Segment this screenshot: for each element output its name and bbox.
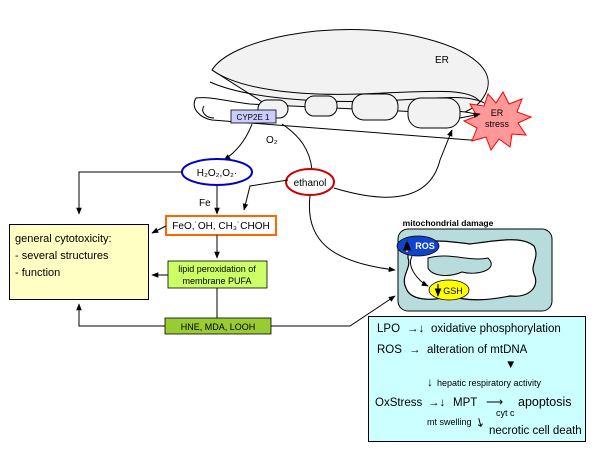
cyp2e1-box [230,109,277,124]
effects-respiratory-arrow: ↓ [427,375,433,389]
mito-title: mitochondrial damage [403,218,494,228]
h2o2-to-cyto-arrow [76,171,182,215]
er-stress-label-line2: stress [485,119,510,129]
cytotoxicity-box: general cytotoxicity: - several structur… [9,224,149,300]
effects-oxstress-arrow: →↓ [428,397,446,409]
effects-ros: ROS [377,344,402,356]
effects-lpo: LPO [377,323,401,335]
ethanol-label: ethanol [294,178,327,189]
ethanol-node [285,168,335,196]
effects-box: LPO →↓ oxidative phosphorylation ROS → a… [368,316,586,442]
effects-lpo-arrow: →↓ [407,323,425,335]
ethanol-to-er-arrow [333,129,453,198]
cytotoxicity-item-structures: - several structures [15,250,109,262]
h2o2-label: H₂O₂,O₂· [197,168,238,179]
ros-label: ROS [415,241,435,251]
er-membranes [193,29,492,141]
lipid-peroxidation-box [167,260,268,289]
cytotoxicity-item-function: - function [15,267,61,279]
cyp2e1-label: CYP2E 1 [237,113,270,122]
er-to-ethanol-line [281,123,313,171]
products-label: HNE, MDA, LOOH [181,322,256,332]
ethanol-to-mito-arrow [308,195,396,273]
er-to-stress-arrow [459,112,481,119]
er-label: ER [435,55,449,66]
radicals-label: FeO,˙OH, CH₃˙CHOH [172,221,269,232]
cyp-to-h2o2-arrow [223,123,253,161]
effects-oxidative-phosphorylation: oxidative phosphorylation [431,323,561,335]
o2-label: O₂ [266,135,278,146]
mito-cristae [427,255,492,276]
fe-label: Fe [199,198,211,209]
effects-mpt: MPT [453,397,478,409]
effects-cytc: cyt c [496,408,515,418]
effects-mpt-arrow: ⟶ [486,395,504,409]
er-stress-label-line1: ER [491,108,504,118]
effects-down-arrow-1: ▼ [505,359,517,371]
products-to-mito-arrow [271,295,396,327]
gsh-label: GSH [443,286,463,296]
products-to-cyto-arrow [76,303,165,327]
effects-swelling: mt swelling [427,417,472,427]
effects-necrotic: necrotic cell death [489,425,582,437]
lipid-peroxidation-line2: membrane PUFA [182,276,251,286]
er-stress-burst [462,90,533,152]
ethanol-to-radicals-arrow [242,179,289,211]
radicals-box [165,215,277,236]
ros-to-gsh-arrow [410,255,429,287]
effects-apoptosis: apoptosis [518,395,572,409]
effects-swelling-arrow: ↘ [472,413,488,431]
effects-oxstress: OxStress [375,397,423,409]
effects-ros-arrow: → [409,344,421,356]
cytotoxicity-title: general cytotoxicity: [15,233,112,245]
effects-respiratory: hepatic respiratory activity [437,378,542,388]
lipid-peroxidation-line1: lipid peroxidation of [178,264,256,274]
radicals-to-cyto-arrow [151,225,167,234]
effects-mtdna: alteration of mtDNA [427,344,528,356]
